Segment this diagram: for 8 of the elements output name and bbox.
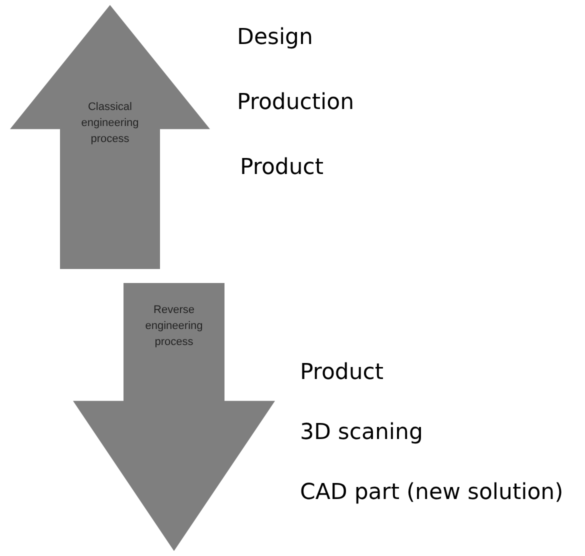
step-text: Production: [237, 90, 354, 115]
step-text: Design: [237, 25, 313, 50]
step-text: CAD part (new solution): [300, 480, 564, 505]
step-text: 3D scaning: [300, 420, 423, 445]
step-text: Product: [240, 155, 324, 180]
arrow-label: Reverse engineering process: [144, 303, 204, 350]
step-text: Product: [300, 360, 384, 385]
arrow-label: Classical engineering process: [80, 100, 140, 147]
